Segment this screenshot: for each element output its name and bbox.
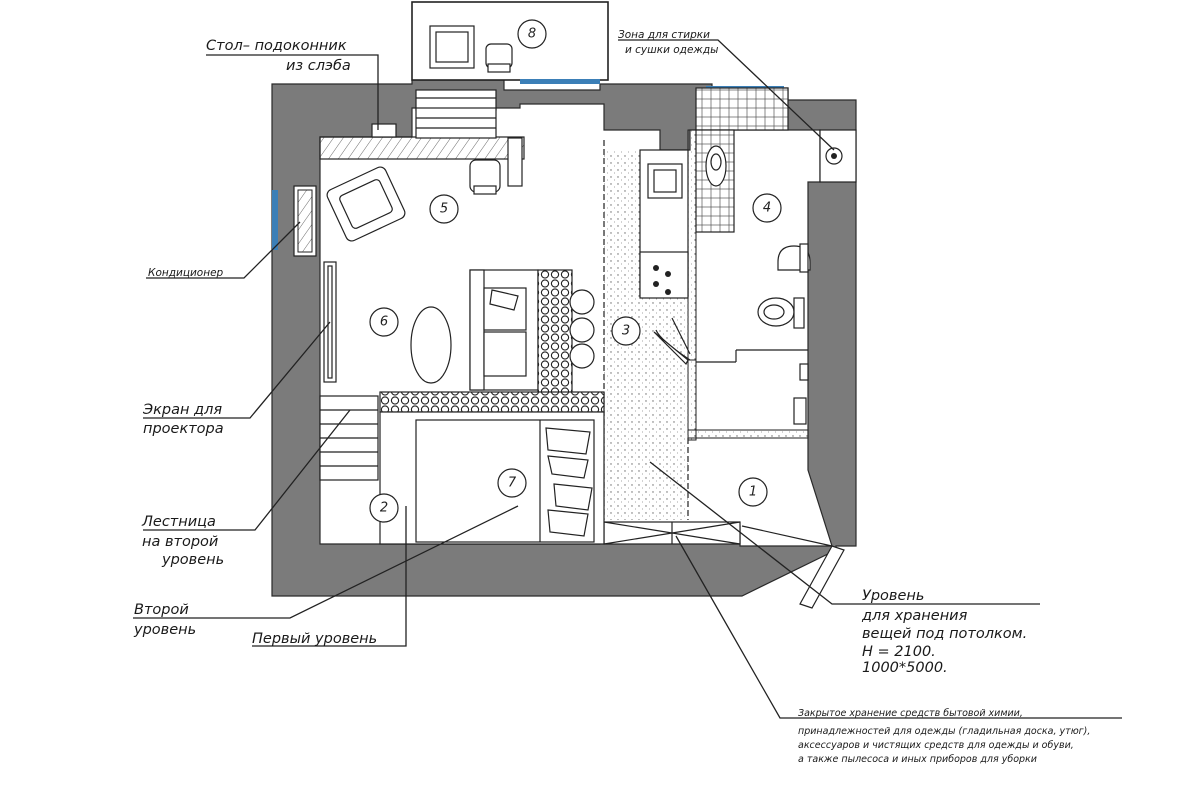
svg-text:1000*5000.: 1000*5000. (862, 660, 948, 676)
svg-text:для хранения: для хранения (861, 608, 968, 624)
svg-text:4: 4 (763, 201, 771, 216)
room-number-1: 1 (738, 477, 768, 507)
window-left (272, 190, 278, 250)
window-steps (415, 89, 497, 139)
room-number-4: 4 (752, 193, 782, 223)
leader-lines (133, 39, 1122, 719)
room-number-2: 2 (369, 493, 399, 523)
annotation-first-level: Первый уровень (252, 631, 377, 647)
room-number-8: 8 (517, 19, 547, 49)
sleep-area (319, 395, 605, 545)
room-number-7: 7 (497, 468, 527, 498)
svg-text:а также пылесоса и иных прибор: а также пылесоса и иных приборов для убо… (798, 754, 1037, 765)
annotation-second-level: Второй уровень (133, 602, 196, 638)
annotation-laundry: Зона для стирки и сушки одежды (618, 29, 718, 56)
room-number-6: 6 (369, 307, 399, 337)
annotation-desk-sill: Стол– подоконник из слэба (206, 38, 351, 74)
svg-text:из слэба: из слэба (286, 58, 351, 74)
svg-text:3: 3 (622, 324, 630, 339)
cooktop-icon (653, 265, 671, 295)
svg-text:5: 5 (440, 202, 448, 217)
kitchen (639, 149, 689, 299)
svg-text:проектора: проектора (143, 421, 224, 437)
svg-text:принадлежностей для одежды (гл: принадлежностей для одежды (гладильная д… (798, 726, 1090, 737)
svg-text:Зона для стирки: Зона для стирки (618, 29, 710, 41)
svg-text:вещей под потолком.: вещей под потолком. (862, 626, 1027, 642)
svg-text:7: 7 (508, 476, 517, 491)
annotation-closed-storage: Закрытое хранение средств бытовой химии,… (798, 708, 1090, 765)
living-area (293, 89, 605, 413)
svg-text:2: 2 (380, 501, 388, 516)
svg-text:и сушки одежды: и сушки одежды (625, 44, 718, 56)
room-number-5: 5 (429, 194, 459, 224)
svg-text:6: 6 (380, 315, 388, 330)
svg-text:на второй: на второй (142, 534, 218, 550)
svg-text:уровень: уровень (161, 552, 224, 568)
svg-text:Уровень: Уровень (862, 588, 924, 604)
svg-text:аксессуаров и чистящих средств: аксессуаров и чистящих средств для одежд… (798, 740, 1074, 751)
annotation-stairs: Лестница на второй уровень (141, 514, 224, 568)
annotation-ac: Кондиционер (148, 267, 224, 279)
svg-text:Стол– подоконник: Стол– подоконник (206, 38, 347, 54)
svg-text:1: 1 (749, 485, 757, 500)
armchair-icon (326, 166, 406, 242)
svg-text:H = 2100.: H = 2100. (862, 644, 936, 660)
room-numbers: 1 2 3 4 5 6 7 8 (369, 19, 782, 523)
balcony (411, 1, 609, 84)
annotation-screen: Экран для проектора (142, 402, 224, 437)
bathroom (695, 87, 857, 425)
room-number-3: 3 (611, 316, 641, 346)
svg-text:уровень: уровень (133, 622, 196, 638)
svg-text:Лестница: Лестница (141, 514, 216, 530)
annotation-storage: Уровень для хранения вещей под потолком.… (861, 588, 1027, 676)
svg-text:Второй: Второй (134, 602, 189, 618)
svg-text:8: 8 (528, 27, 536, 42)
svg-text:Экран для: Экран для (142, 402, 222, 418)
svg-text:Закрытое хранение средств быто: Закрытое хранение средств бытовой химии, (798, 708, 1023, 719)
